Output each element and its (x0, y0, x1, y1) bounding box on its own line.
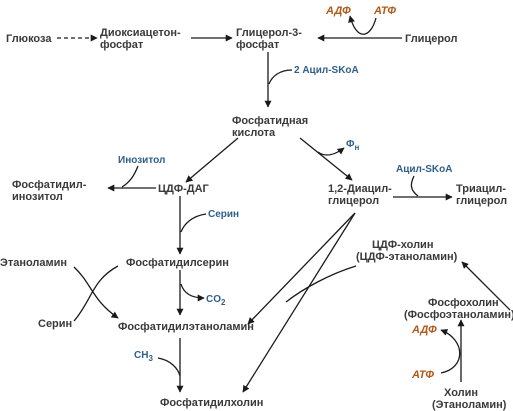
node-pa-line2: кислота (232, 127, 276, 139)
node-dhap-line1: Диоксиацетон- (100, 27, 181, 39)
arrow-ch3-in (157, 357, 181, 377)
arrow-exchange-ethanolamine (73, 265, 119, 322)
arrow-pa-dag (299, 137, 353, 181)
node-glycerol: Глицерол (405, 33, 457, 45)
reagent-pn-base: Ф (346, 139, 355, 150)
arrow-co2-out (180, 283, 205, 302)
node-dag-line2: глицерол (328, 195, 379, 207)
arrow-dag-pe (247, 212, 356, 325)
arrow-cdpcholine-in (285, 265, 357, 303)
reagent-co2-base: CO (206, 294, 221, 305)
arrow-exchange-serine (73, 266, 119, 319)
node-choline-line2: (Этаноламин) (432, 399, 507, 411)
reagent-pn: Фн (346, 139, 360, 152)
reagent-atp-bottom: АТФ (411, 369, 434, 381)
reagent-atp-top: АТФ (373, 5, 396, 17)
node-cdpcholine-line1: ЦДФ-холин (372, 239, 433, 251)
reagent-ch3: CH3 (134, 350, 153, 363)
node-tag-line1: Триацил- (456, 183, 506, 195)
node-dag-line1: 1,2-Диацил- (328, 183, 392, 195)
node-pi-line2: инозитол (12, 191, 63, 203)
reagent-pn-sub: н (355, 143, 360, 152)
reagent-co2-sub: 2 (221, 298, 226, 307)
node-tag-line2: глицерол (456, 195, 507, 207)
arrow-serine-in (180, 213, 207, 233)
node-dhap-line2: фосфат (100, 39, 144, 51)
node-g3p-line1: Глицерол-3- (236, 27, 302, 39)
node-ethanolamine: Этаноламин (0, 257, 67, 269)
arrow-pn-out (317, 147, 345, 156)
arrow-dag-pc (242, 212, 356, 393)
node-cdpdag: ЦДФ-ДАГ (158, 183, 210, 195)
node-pi-line1: Фосфатидил- (12, 179, 87, 191)
arrow-inositol-in (121, 165, 139, 188)
node-pe: Фосфатидилэтаноламин (118, 321, 254, 333)
node-ps: Фосфатидилсерин (126, 257, 229, 269)
node-phosphocholine-line1: Фосфохолин (428, 297, 499, 309)
reagent-adp-top: АДФ (325, 5, 351, 17)
reagent-acyl-skoa: Ацил-SKoA (396, 164, 452, 175)
arrow-atp-adp-bottom (440, 329, 461, 374)
node-phosphocholine-line2: (Фосфоэтаноламин) (404, 309, 513, 321)
node-glucose: Глюкоза (6, 33, 52, 45)
node-cdpcholine-line2: (ЦДФ-этаноламин) (356, 251, 458, 263)
reagent-inositol: Инозитол (118, 155, 165, 166)
reagent-ch3-sub: 3 (148, 354, 153, 363)
node-pa-line1: Фосфатидная (232, 115, 308, 127)
node-choline-line1: Холин (444, 387, 478, 399)
arrow-acyl-in (268, 69, 293, 85)
node-serine: Серин (38, 318, 72, 330)
reagent-acyl-skoa-2: 2 Ацил-SKoA (294, 65, 359, 76)
reagent-serine: Серин (208, 209, 239, 220)
reagent-co2: CO2 (206, 294, 226, 307)
reagent-adp-bottom: АДФ (411, 324, 437, 336)
node-g3p-line2: фосфат (236, 39, 280, 51)
node-pc: Фосфатидилхолин (160, 397, 263, 409)
arrow-acyl2-in (410, 175, 419, 197)
arrow-phosphocholine-cdpcholine (461, 261, 511, 311)
arrow-pa-cdpdag (185, 137, 239, 183)
reagent-ch3-base: CH (134, 350, 148, 361)
arrow-atp-adp-top (348, 15, 377, 35)
